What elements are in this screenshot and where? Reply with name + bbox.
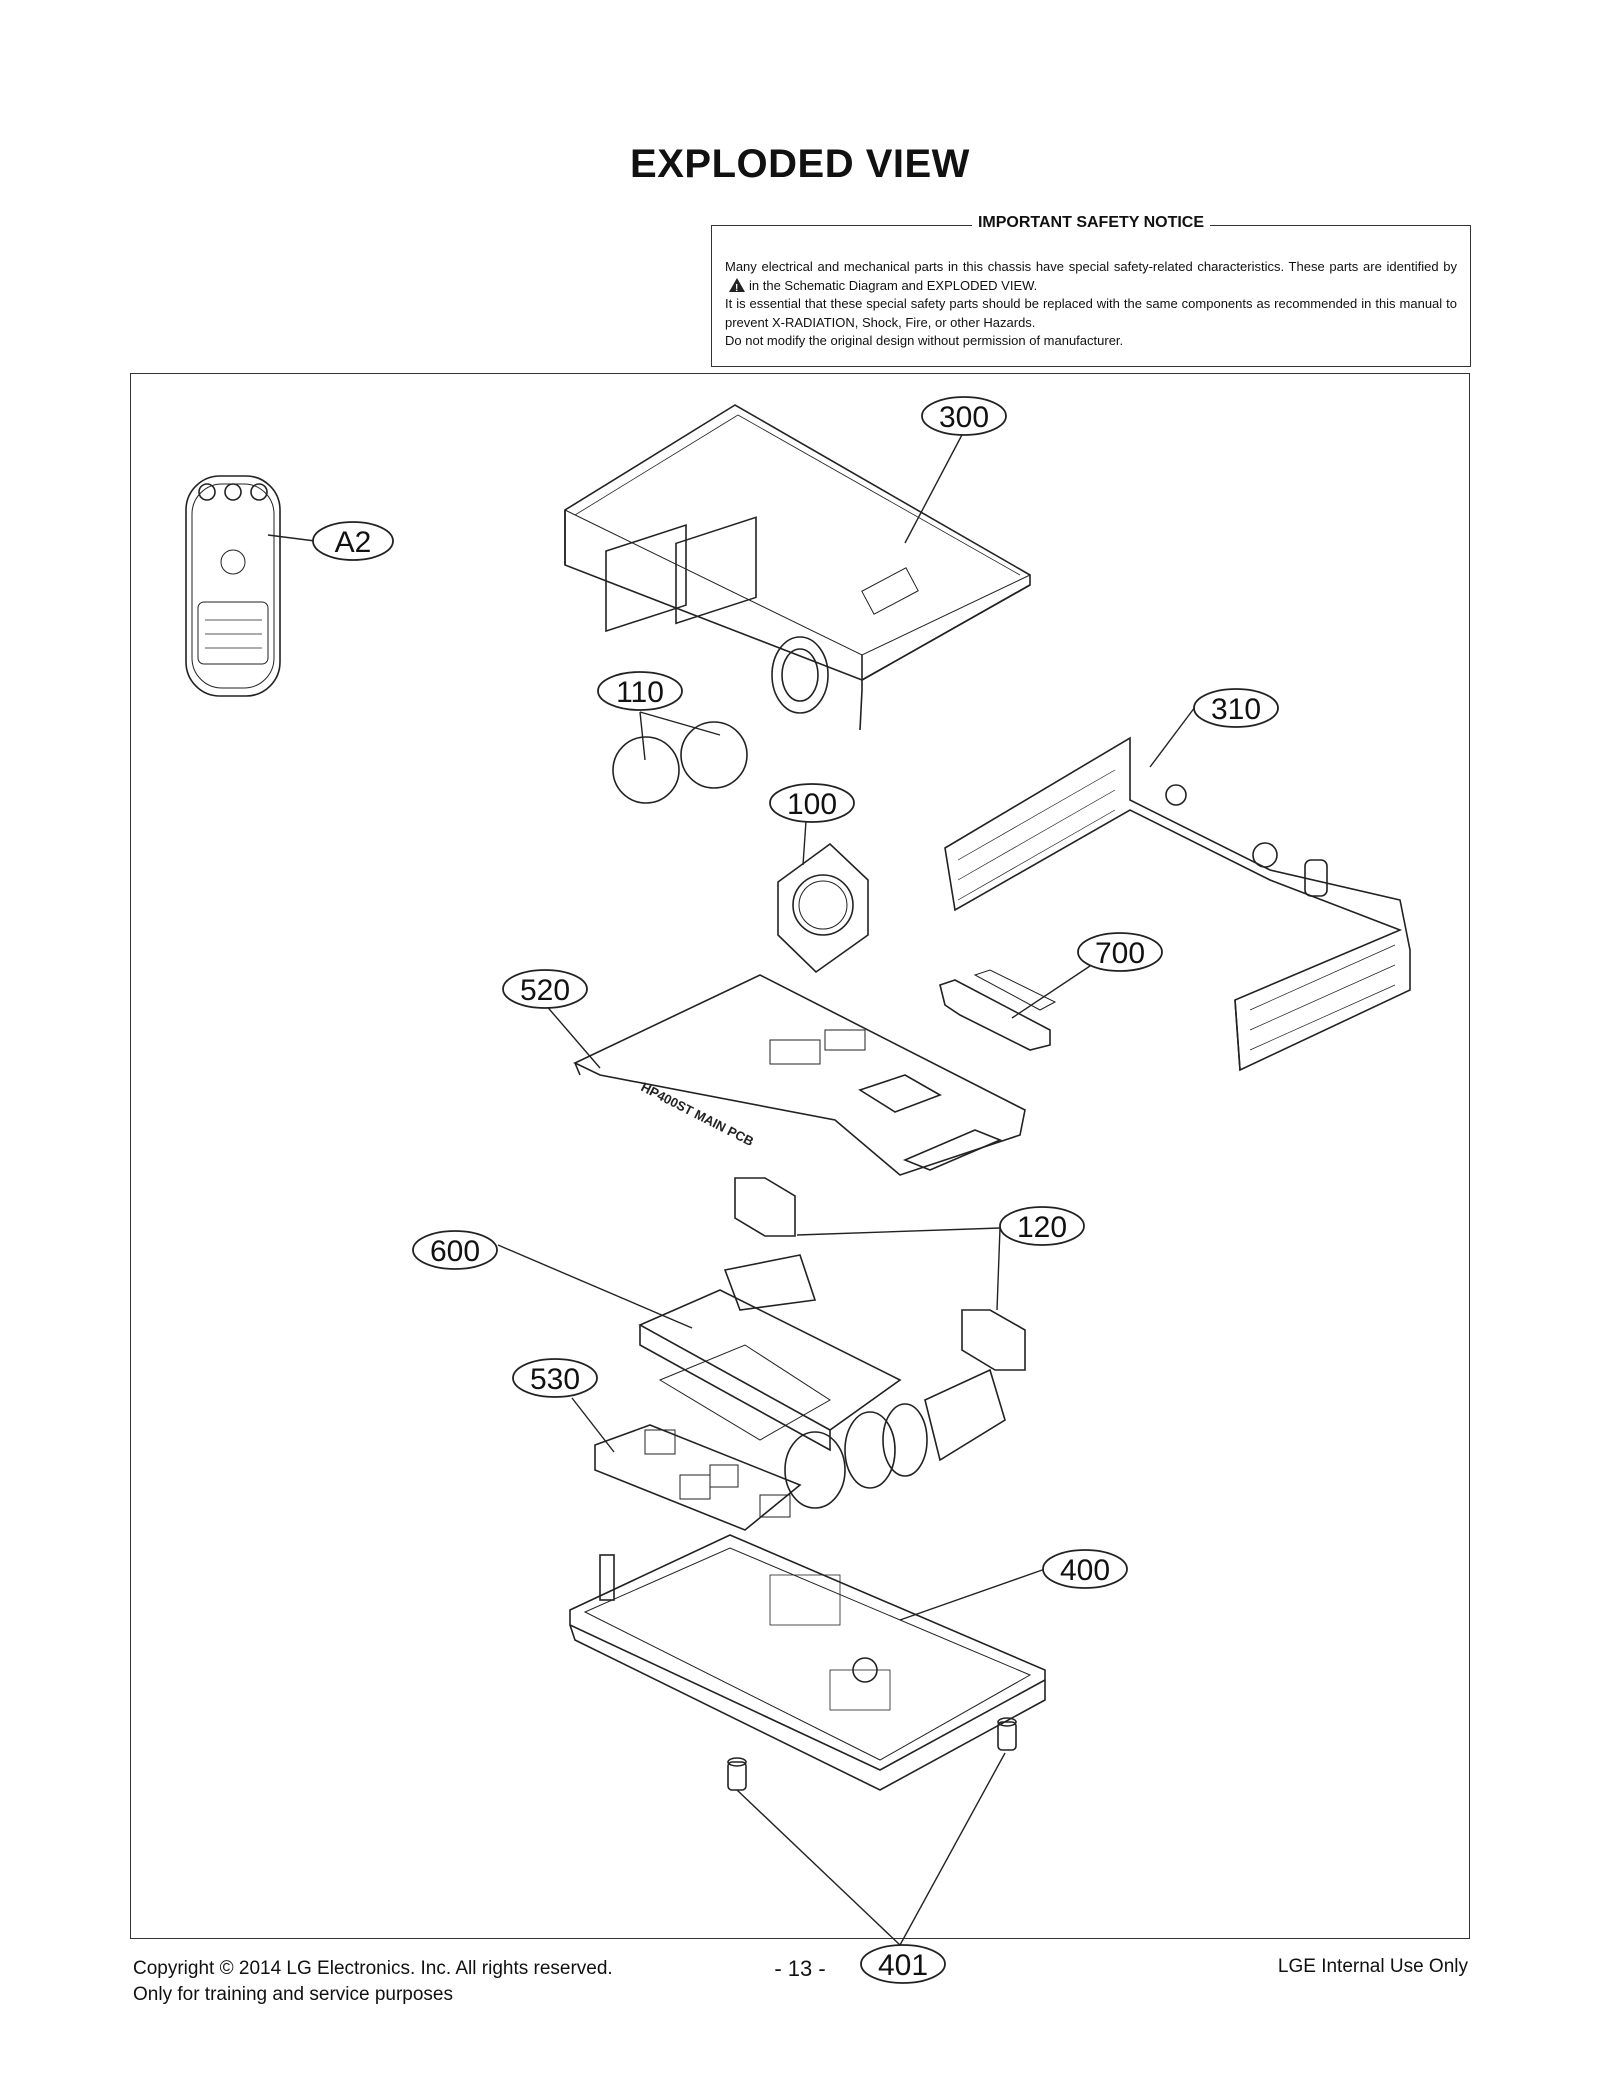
callout-100: 100 (769, 783, 855, 823)
callout-401: 401 (860, 1944, 946, 1984)
fans-110-drawing (605, 516, 757, 804)
callout-520: 520 (502, 969, 588, 1009)
main-pcb-drawing (573, 974, 1026, 1176)
callout-300-label: 300 (939, 401, 989, 434)
callout-310-label: 310 (1211, 693, 1261, 726)
leader-lines (267, 430, 1196, 1946)
rear-bracket-drawing (944, 736, 1411, 1072)
callout-300: 300 (921, 396, 1007, 436)
callout-110-label: 110 (616, 676, 664, 709)
callout-530: 530 (512, 1358, 598, 1398)
warning-triangle-icon (729, 277, 745, 298)
safety-notice-line1: Many electrical and mechanical parts in … (725, 258, 1457, 298)
safety-notice-body: Many electrical and mechanical parts in … (725, 258, 1457, 351)
callout-a2-label: A2 (335, 526, 372, 559)
footer-training: Only for training and service purposes (133, 1984, 453, 2005)
remote-control-drawing (185, 475, 281, 697)
callout-120-label: 120 (1017, 1211, 1067, 1244)
bottom-case-drawing (569, 1534, 1046, 1791)
safety-notice-heading: IMPORTANT SAFETY NOTICE (971, 214, 1211, 231)
callout-530-label: 530 (530, 1363, 580, 1396)
callout-700: 700 (1077, 932, 1163, 972)
top-cover-drawing (564, 404, 1031, 731)
safety-notice-box: IMPORTANT SAFETY NOTICE Many electrical … (711, 214, 1471, 367)
callout-310: 310 (1193, 688, 1279, 728)
callout-400: 400 (1042, 1549, 1128, 1589)
callout-120: 120 (999, 1206, 1085, 1246)
callout-100-label: 100 (787, 788, 837, 821)
diagram-frame (130, 373, 1470, 1939)
callout-401-label: 401 (878, 1949, 928, 1982)
footer-internal: LGE Internal Use Only (1277, 1956, 1468, 1977)
safety-notice-line3: Do not modify the original design withou… (725, 333, 1124, 348)
callout-400-label: 400 (1060, 1554, 1110, 1587)
page-title: EXPLODED VIEW (630, 142, 970, 186)
safety-notice-heading-wrap: IMPORTANT SAFETY NOTICE (712, 214, 1470, 232)
safety-notice-line1-b: in the Schematic Diagram and EXPLODED VI… (749, 277, 1038, 293)
callout-520-label: 520 (520, 974, 570, 1007)
feet-401-drawing (727, 1717, 1017, 1791)
power-pcb-drawing (594, 1424, 802, 1531)
bracket-700-drawing (939, 969, 1057, 1051)
safety-notice-line1-a: Many electrical and mechanical parts in … (725, 259, 1457, 274)
pcb-silkscreen-label: HP400ST MAIN PCB (639, 1079, 757, 1149)
footer-left: Copyright © 2014 LG Electronics. Inc. Al… (133, 1956, 613, 2008)
fan-100-drawing (777, 842, 869, 974)
optical-engine-drawing (638, 1254, 1006, 1509)
callout-110: 110 (597, 671, 683, 711)
footer-copyright: Copyright © 2014 LG Electronics. Inc. Al… (133, 1958, 613, 1979)
callout-700-label: 700 (1095, 937, 1145, 970)
blocks-120-drawing (734, 1177, 1026, 1371)
callout-600-label: 600 (430, 1235, 480, 1268)
callout-600: 600 (412, 1230, 498, 1270)
page-number: - 13 - (774, 1956, 826, 1981)
callout-a2: A2 (312, 521, 394, 561)
safety-notice-line2: It is essential that these special safet… (725, 296, 1457, 330)
